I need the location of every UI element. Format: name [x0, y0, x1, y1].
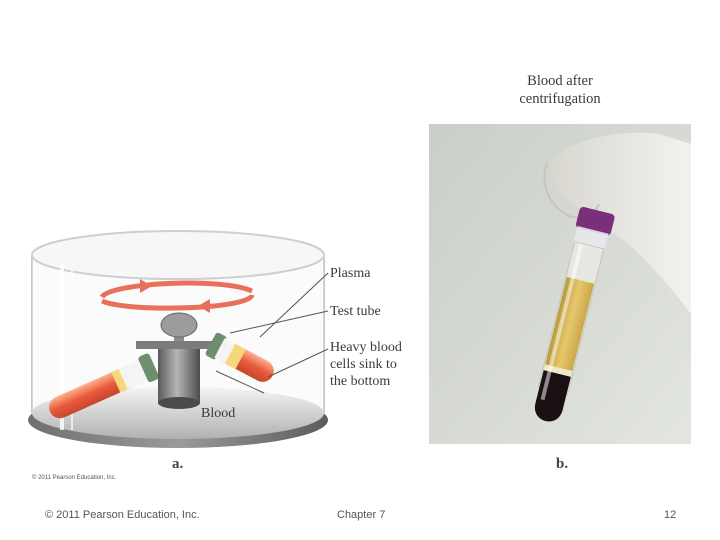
rotor-arm [136, 341, 220, 349]
photo-title-line1: Blood after [527, 73, 593, 89]
test-tube-right [205, 332, 274, 382]
tube-empty-left [116, 359, 150, 391]
test-tube-photo [534, 206, 615, 422]
leader-test-tube [229, 310, 329, 334]
figure-copyright: © 2011 Pearson Education, Inc. [32, 475, 117, 481]
plasma-band-left [111, 369, 128, 393]
label-heavy-line2: cells sink to [330, 357, 397, 372]
rotation-arrow-bottom [101, 293, 255, 311]
footer-chapter: Chapter 7 [337, 509, 386, 521]
label-heavy-line1: Heavy blood [330, 340, 402, 355]
leader-heavy-cells [267, 348, 329, 378]
tube-holder-left [138, 353, 159, 383]
glass-lid [31, 230, 325, 280]
photo-title: Blood after centrifugation [490, 72, 630, 108]
hub-base [158, 397, 200, 409]
footer-copyright: © 2011 Pearson Education, Inc. [45, 509, 200, 521]
label-plasma: Plasma [330, 266, 371, 281]
test-tube-left [49, 353, 159, 419]
centrifuge-hub [158, 343, 200, 403]
photo-title-line2: centrifugation [519, 91, 601, 107]
hub-knob [160, 312, 198, 338]
rotation-arrowhead-bottom [198, 299, 210, 313]
centrifuged-tube-photo [429, 124, 691, 444]
footer-page-number: 12 [664, 509, 677, 521]
leader-plasma [259, 272, 329, 338]
panel-letter-b: b. [556, 456, 569, 472]
tube-empty-right [214, 338, 238, 365]
label-test-tube: Test tube [330, 304, 381, 319]
centrifuge-floor [32, 387, 324, 439]
panel-letter-a: a. [172, 456, 184, 472]
rotation-arrow-top [99, 280, 253, 299]
glass-highlight [540, 243, 584, 401]
gloved-hand [549, 132, 691, 314]
label-blood: Blood [201, 406, 236, 421]
rotation-arrowhead-top [140, 279, 152, 293]
plasma-band-right [224, 343, 246, 369]
leader-blood [215, 370, 265, 394]
centrifuge-diagram [28, 230, 329, 448]
label-heavy-line3: the bottom [330, 374, 391, 389]
tube-holder-right [205, 332, 227, 360]
hub-shaft [174, 329, 184, 347]
red-cell-layer [534, 370, 571, 422]
label-heavy-cells: Heavy blood cells sink to the bottom [330, 339, 430, 390]
